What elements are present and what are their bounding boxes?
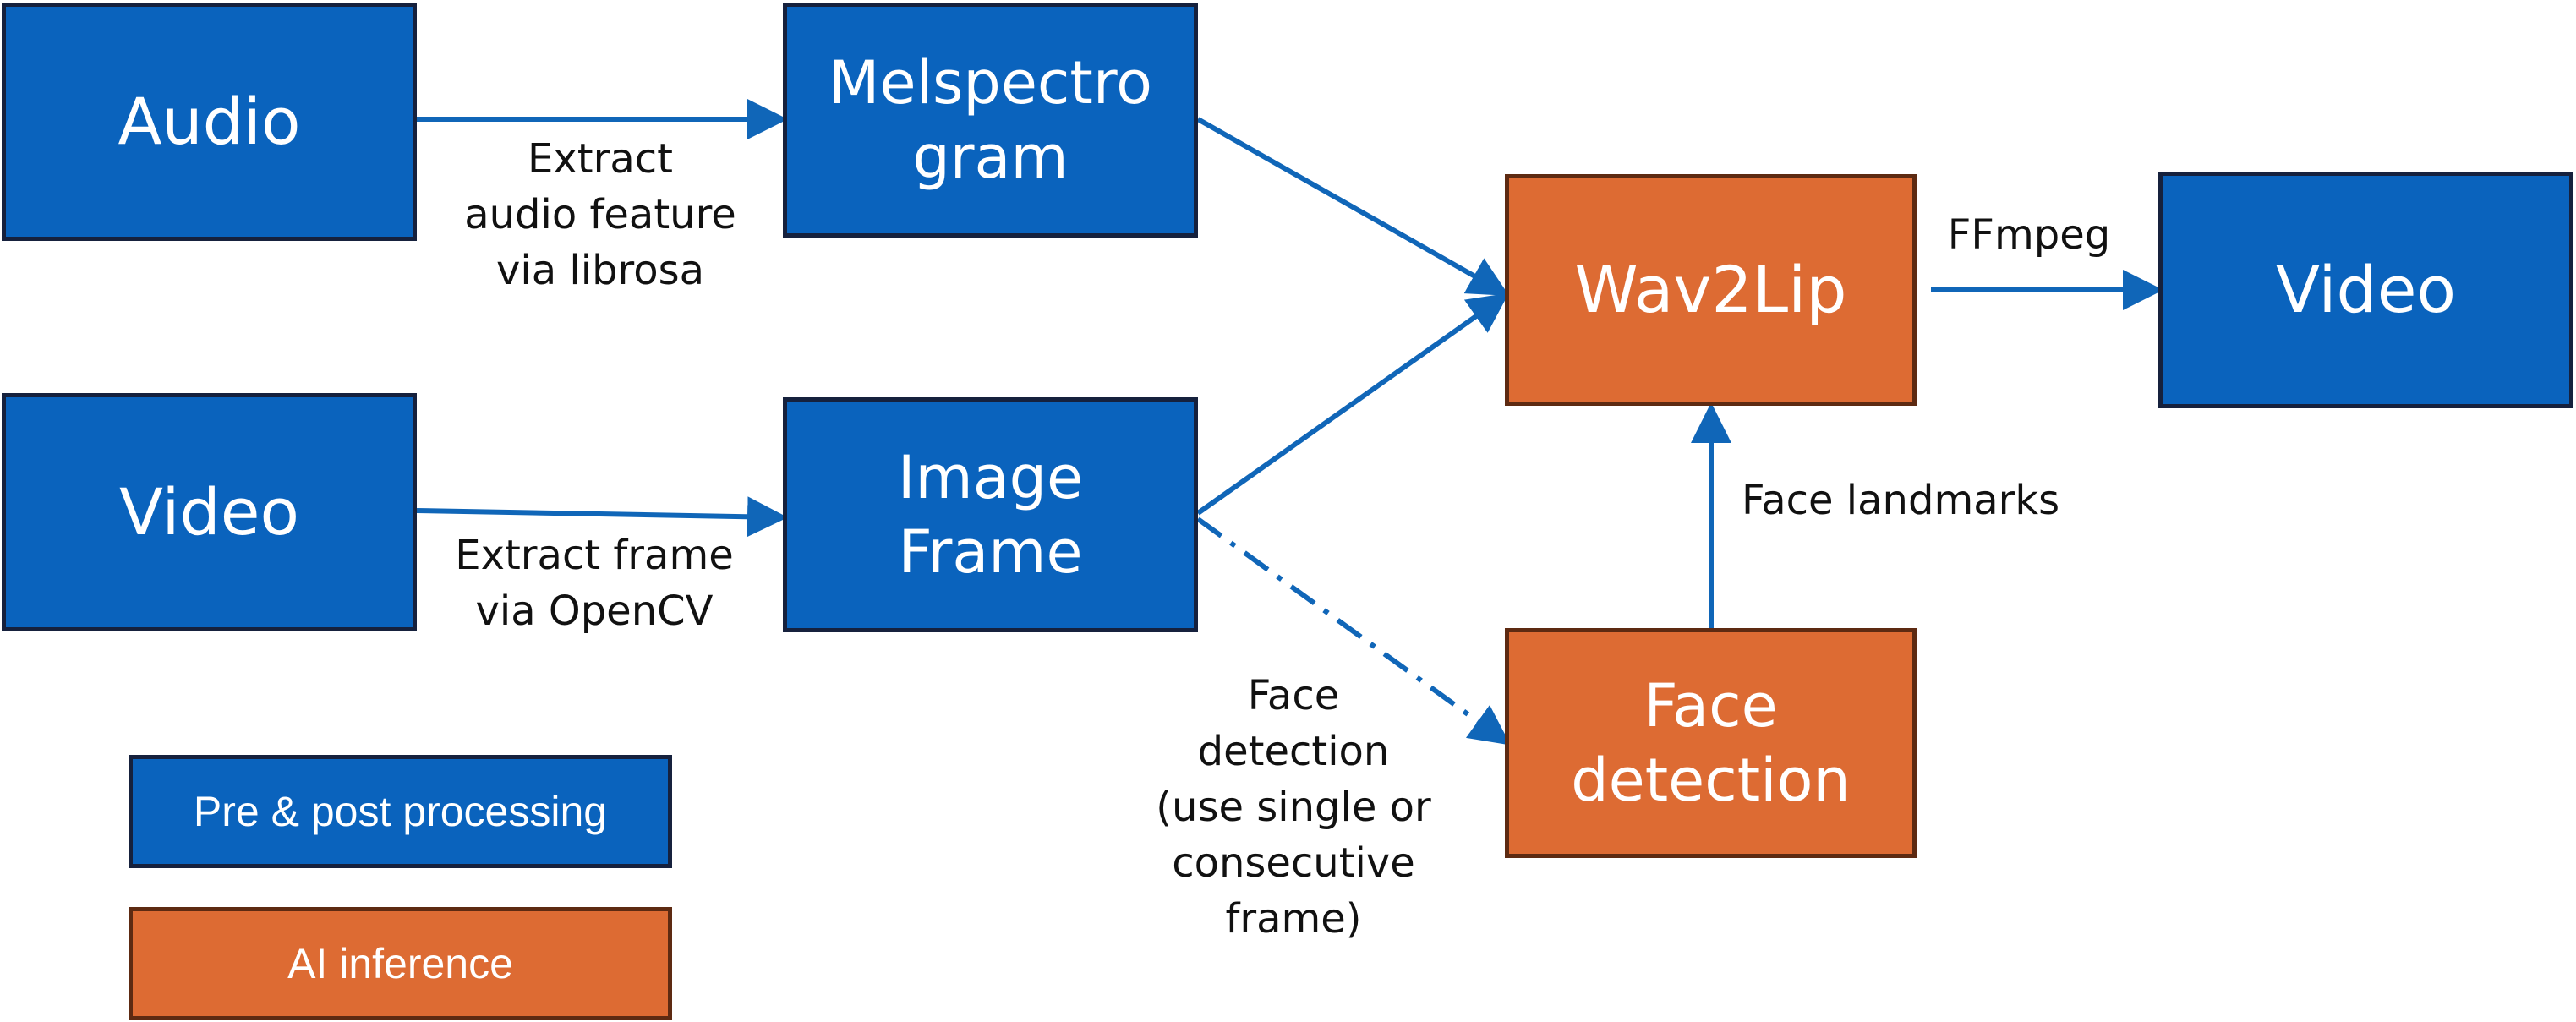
face-detection-box: Face detection: [1505, 628, 1917, 858]
legend-ai-inference: AI inference: [129, 907, 672, 1020]
extract-frame-label: Extract frame via OpenCV: [455, 532, 734, 635]
audio-box: Audio: [2, 3, 417, 241]
arrow-melspectrogram-to-wav2lip: [1196, 117, 1510, 296]
face-landmarks-label: Face landmarks: [1742, 477, 2060, 524]
face-detection-note-label: Face detection (use single or consecutiv…: [1156, 672, 1431, 943]
wav2lip-box: Wav2Lip: [1505, 174, 1917, 406]
melspectrogram-box: Melspectro gram: [783, 3, 1198, 238]
extract-audio-label: Extract audio feature via librosa: [464, 135, 736, 294]
arrow-video-to-image-frame: [416, 496, 788, 538]
video-output-box: Video: [2158, 172, 2573, 408]
ffmpeg-label: FFmpeg: [1947, 211, 2111, 259]
legend-pre-post-processing: Pre & post processing: [129, 755, 672, 868]
video-input-box: Video: [2, 393, 417, 631]
arrow-image-frame-to-wav2lip: [1196, 292, 1509, 516]
arrow-image-frame-to-face-detection: [1196, 516, 1511, 746]
image-frame-box: Image Frame: [783, 397, 1198, 632]
